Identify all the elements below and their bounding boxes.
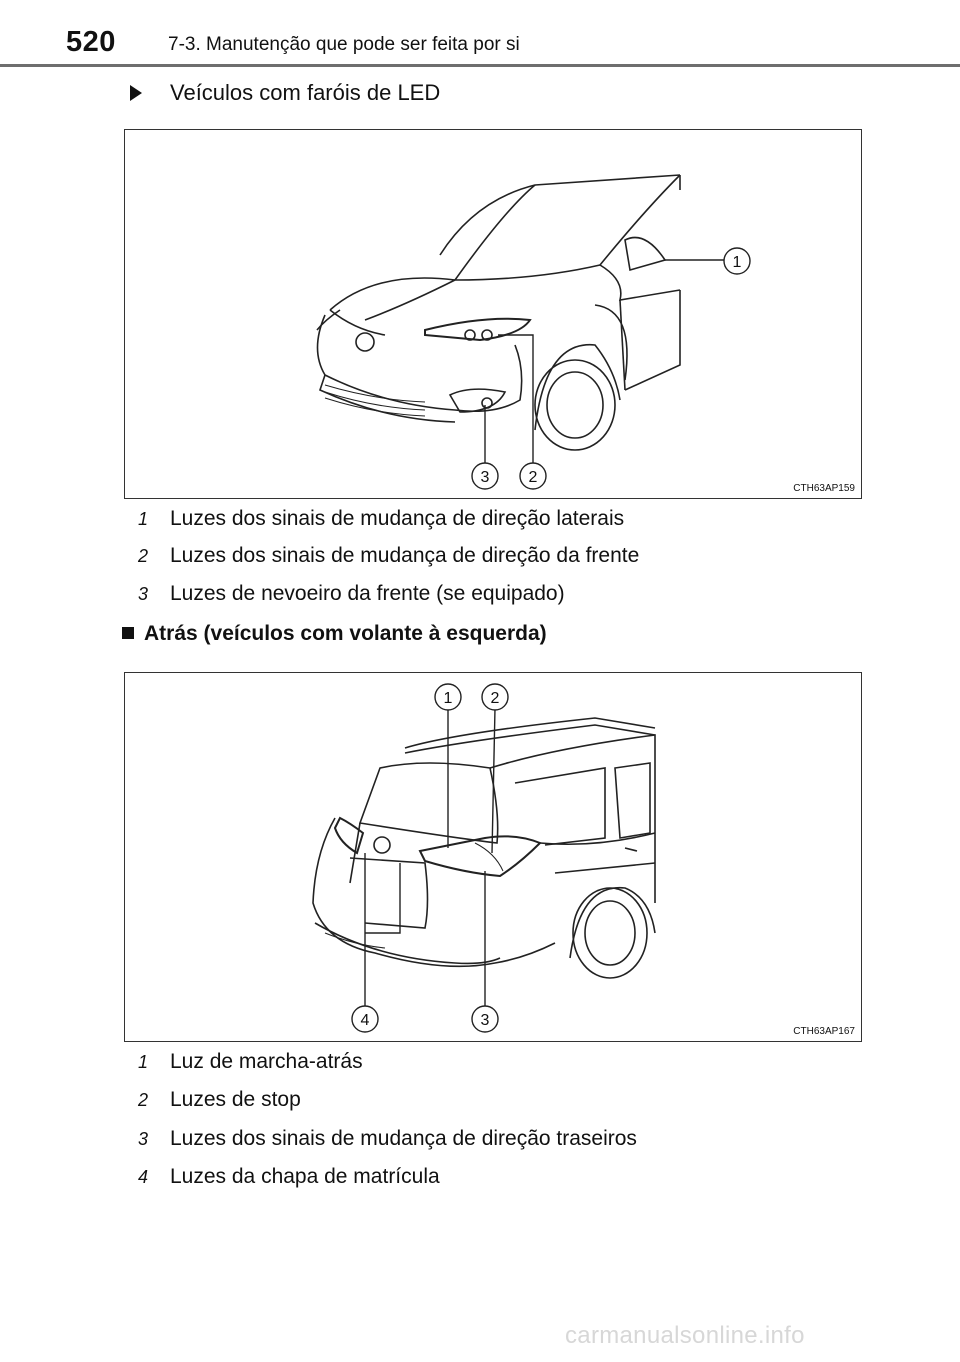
header-divider	[0, 64, 960, 67]
legend-number: 3	[138, 1129, 149, 1149]
section-title: 7-3. Manutenção que pode ser feita por s…	[168, 34, 520, 55]
rear-car-figure: 1 2 3 4 CTH63AP167	[124, 672, 862, 1042]
legend-text: Luzes dos sinais de mudança de direção t…	[170, 1127, 637, 1150]
legend-text: Luzes de nevoeiro da frente (se equipado…	[170, 582, 565, 605]
legend-text: Luzes dos sinais de mudança de direção l…	[170, 507, 625, 530]
front-subheading: Veículos com faróis de LED	[170, 80, 441, 105]
square-bullet-icon	[122, 627, 134, 639]
callout-circle-1	[434, 683, 462, 711]
callout-label-1: 1	[444, 690, 453, 707]
legend-number: 4	[138, 1167, 149, 1187]
callout-label-2: 2	[529, 469, 538, 486]
callout-label-2: 2	[491, 690, 500, 707]
callout-circle-3	[471, 462, 499, 490]
rear-car-illustration: 1 2 3 4	[312, 683, 656, 1033]
callout-circle-1	[723, 247, 751, 275]
legend-number: 1	[138, 509, 149, 529]
legend-number: 3	[138, 584, 149, 604]
triangle-bullet-icon	[130, 85, 142, 101]
callout-label-3: 3	[481, 1012, 490, 1029]
legend-number: 1	[138, 1052, 149, 1072]
front-car-figure: 1 2 3 CTH63AP159	[124, 129, 862, 499]
figure-code: CTH63AP159	[793, 483, 855, 494]
legend-number: 2	[138, 1090, 149, 1110]
callout-label-1: 1	[733, 254, 742, 271]
figure-code: CTH63AP167	[793, 1026, 855, 1037]
legend-text: Luzes de stop	[170, 1088, 301, 1111]
legend-number: 2	[138, 546, 149, 566]
page-number: 520	[66, 26, 116, 58]
callout-label-3: 3	[481, 469, 490, 486]
watermark: carmanualsonline.info	[565, 1322, 805, 1349]
callout-circle-3	[471, 1005, 499, 1033]
front-car-illustration: 1 2 3	[316, 174, 751, 490]
rear-heading: Atrás (veículos com volante à esquerda)	[144, 622, 547, 645]
legend-text: Luzes dos sinais de mudança de direção d…	[170, 544, 640, 567]
legend-text: Luz de marcha-atrás	[170, 1050, 363, 1073]
callout-label-4: 4	[361, 1012, 370, 1029]
legend-text: Luzes da chapa de matrícula	[170, 1165, 440, 1188]
callout-circle-4	[351, 1005, 379, 1033]
callout-circle-2	[481, 683, 509, 711]
callout-circle-2	[519, 462, 547, 490]
